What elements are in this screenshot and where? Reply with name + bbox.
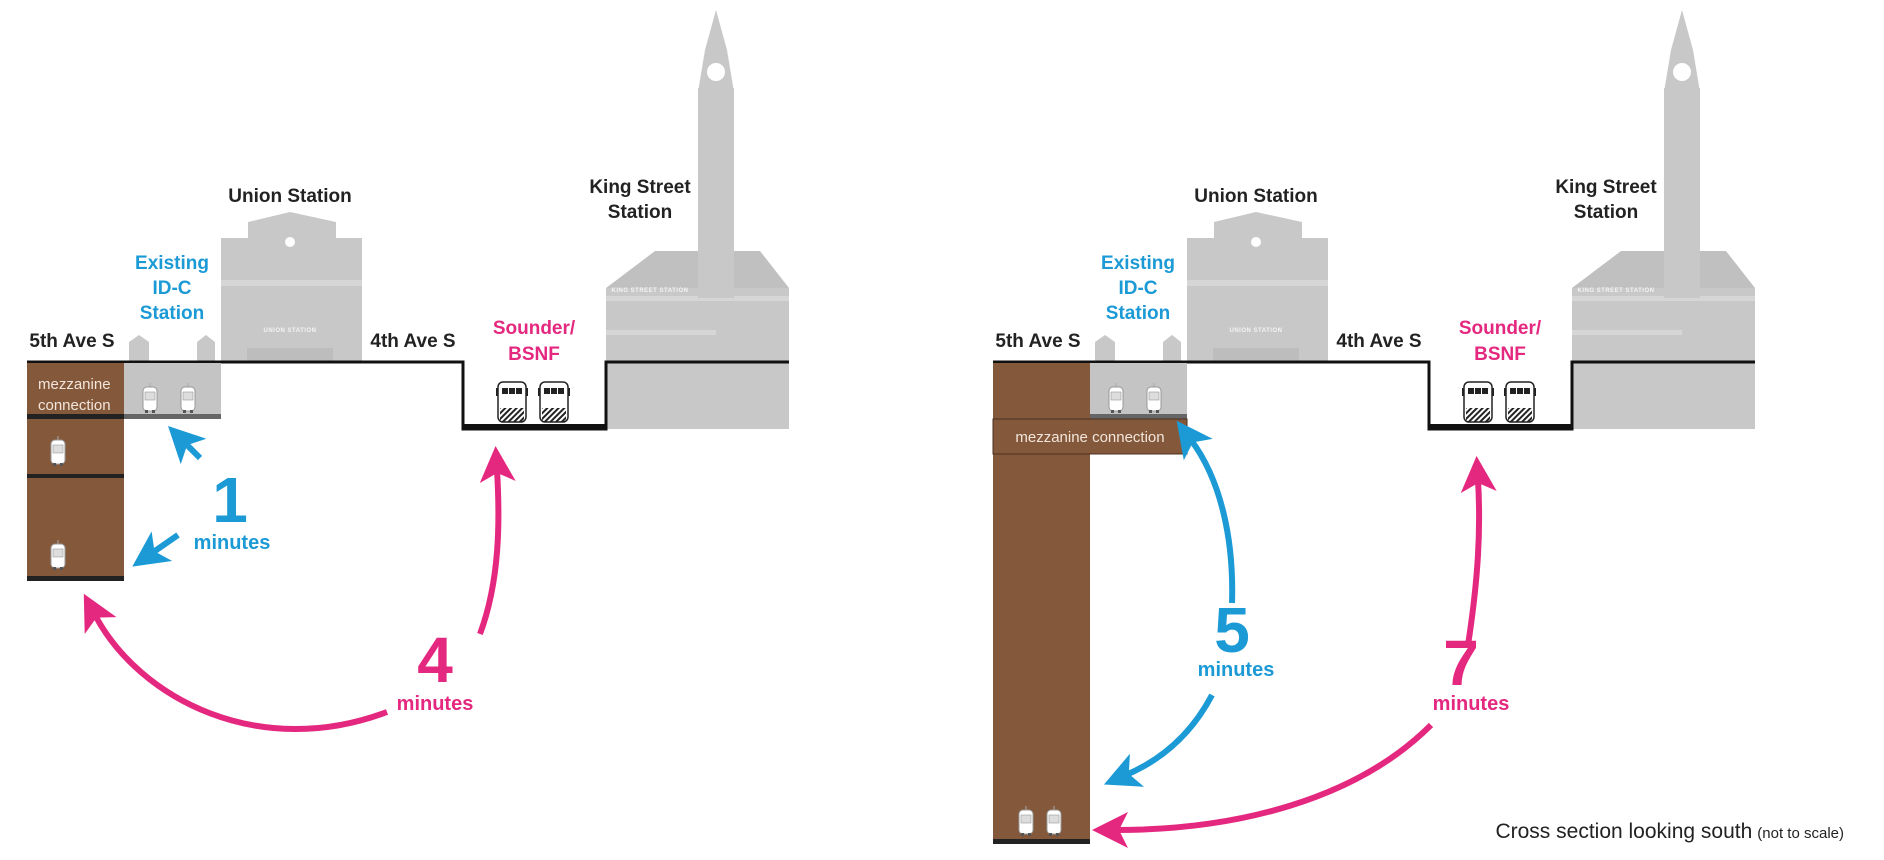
king-street-label: King Street [1555,177,1657,198]
sounder-label: Sounder/ [1459,318,1542,339]
king-street-label: Station [608,202,672,223]
sounder-time-value: 4 [417,624,453,696]
king-street-sign: KING STREET STATION [1578,288,1655,294]
light-rail-train-icon [1146,382,1162,414]
idc-label: ID-C [1118,278,1157,299]
light-rail-train-icon [50,539,66,571]
walk-arrow-sounder [477,446,516,636]
light-rail-train-icon [1108,382,1124,414]
light-rail-train-icon [142,382,158,414]
panel-proposed: mezzanine connection Union Station UNION… [992,10,1755,848]
new-station-shaft [27,363,124,580]
idc-label: Existing [1101,253,1175,274]
walk-arrow-sounder [83,593,389,733]
mezzanine-label: connection [38,397,111,414]
union-station-sign: UNION STATION [264,328,317,334]
idc-station-platform [1090,363,1187,419]
sounder-label: BSNF [508,344,560,365]
walk-arrow-idc [168,426,207,465]
union-station-label: Union Station [1194,186,1317,207]
light-rail-train-icon [1018,805,1034,837]
fourth-ave-label: 4th Ave S [370,331,455,352]
union-station-label: Union Station [228,186,351,207]
light-rail-train-icon [180,382,196,414]
caption-main: Cross section looking south [1495,820,1752,843]
fifth-ave-label: 5th Ave S [29,331,114,352]
sounder-label: BSNF [1474,344,1526,365]
king-street-sign: KING STREET STATION [612,288,689,294]
caption-note: (not to scale) [1757,825,1844,842]
idc-time-unit: minutes [1198,659,1275,681]
king-street-label: Station [1574,202,1638,223]
panel-current: mezzanine connection Union Station UNION… [27,10,789,733]
idc-label: Existing [135,253,209,274]
union-station-sign: UNION STATION [1230,328,1283,334]
idc-label: Station [1106,303,1170,324]
mezzanine-label: mezzanine connection [1015,429,1164,446]
idc-label: Station [140,303,204,324]
sounder-time-value: 7 [1443,627,1479,699]
idc-label: ID-C [152,278,191,299]
light-rail-train-icon [50,435,66,467]
fifth-ave-label: 5th Ave S [995,331,1080,352]
fourth-ave-label: 4th Ave S [1336,331,1421,352]
idc-time-value: 5 [1214,594,1250,666]
idc-time-value: 1 [212,464,248,536]
walk-arrow-idc [1103,693,1215,787]
walk-arrow-idc [1176,420,1236,604]
walk-arrow-sounder [1092,722,1434,848]
light-rail-train-icon [1046,805,1062,837]
mezzanine-label: mezzanine [38,376,111,393]
sounder-label: Sounder/ [493,318,576,339]
mezzanine-connection [992,418,1188,455]
diagram-caption: Cross section looking south (not to scale… [1495,820,1844,843]
sounder-time-unit: minutes [397,693,474,715]
sounder-time-unit: minutes [1433,693,1510,715]
idc-station-platform [124,363,221,419]
king-street-label: King Street [589,177,691,198]
walk-arrow-sounder [1460,456,1497,646]
walk-arrow-idc [132,531,180,567]
idc-time-unit: minutes [194,532,271,554]
